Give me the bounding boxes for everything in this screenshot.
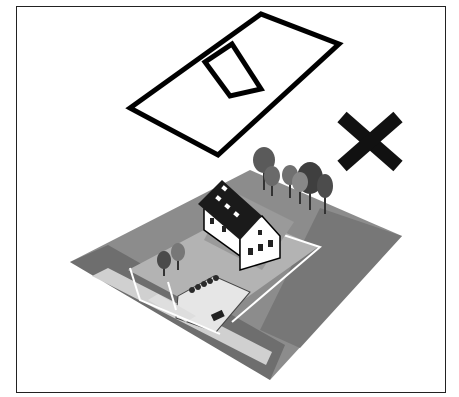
tree: [171, 243, 185, 270]
tree: [292, 172, 308, 204]
car: [210, 309, 225, 322]
outline-plan: [125, 11, 344, 159]
gable-windows: [248, 230, 273, 255]
tree: [157, 251, 171, 276]
side-windows: [210, 218, 226, 232]
parcel-outline: [125, 11, 344, 159]
trees: [157, 147, 333, 276]
cross-icon: [337, 111, 403, 172]
roof-windows: [215, 185, 240, 218]
site-model: [70, 170, 402, 380]
house: [198, 180, 294, 272]
neighbour-field: [260, 208, 402, 348]
garden-path: [148, 294, 196, 322]
tree: [264, 166, 280, 196]
tree: [253, 147, 275, 190]
building-footprint-outline: [201, 40, 266, 99]
house-roof: [198, 180, 262, 240]
hedge: [189, 275, 219, 293]
tree: [317, 174, 333, 214]
